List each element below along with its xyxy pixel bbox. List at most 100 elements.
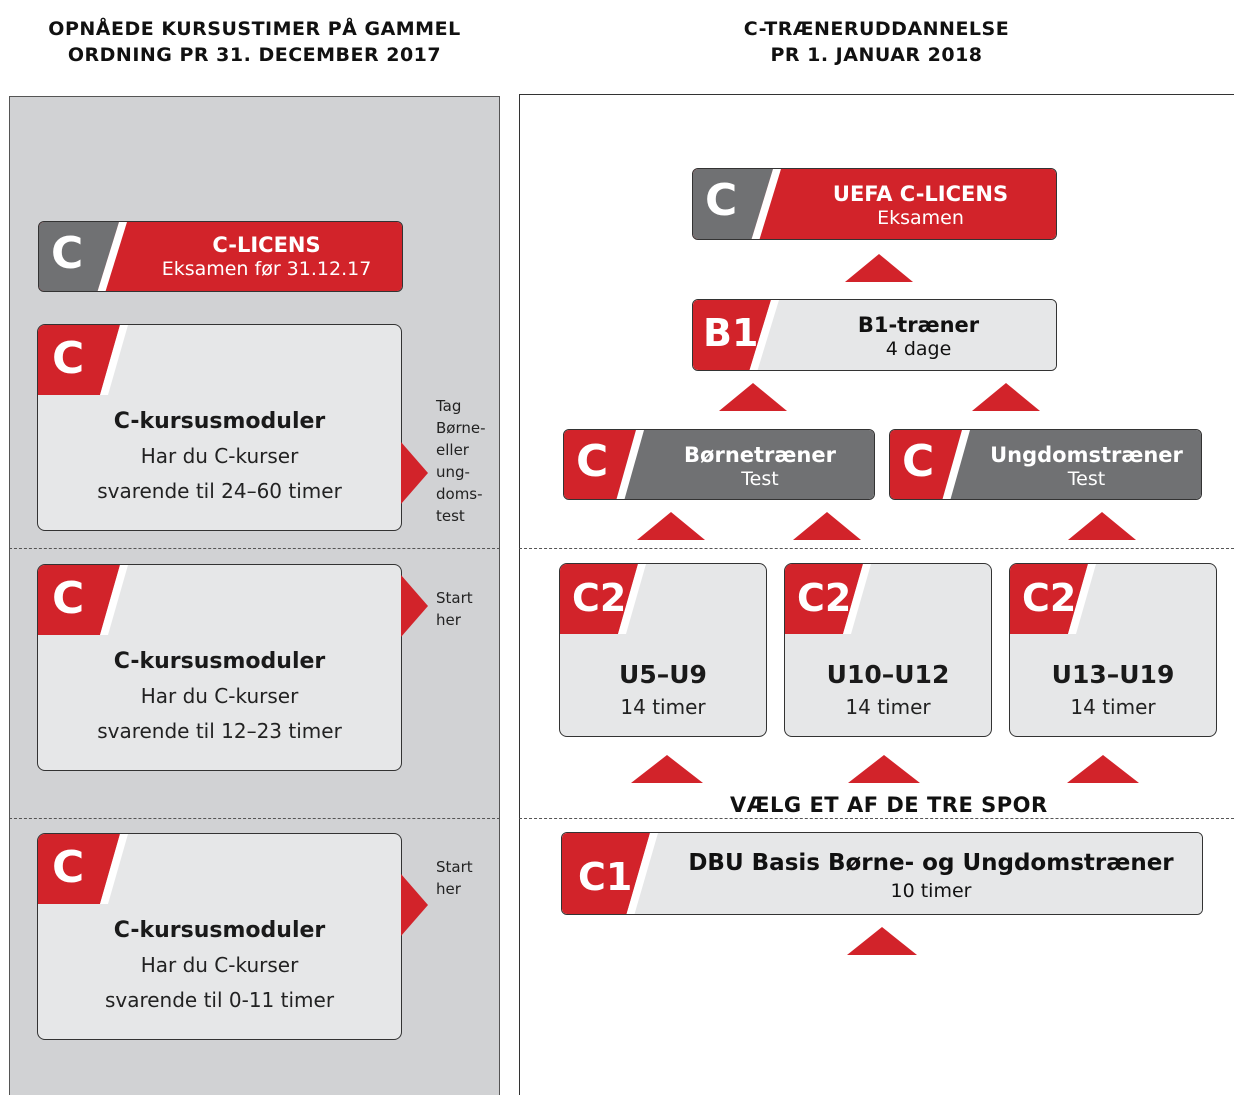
c-licens-card: C C-LICENS Eksamen før 31.12.17: [38, 221, 403, 292]
module-card-2-line1: Har du C-kurser: [140, 684, 299, 708]
module-card-3-badge-letter: C: [52, 842, 85, 893]
arrow-up-to-c1: [847, 927, 917, 955]
note-1-line2: Børne-: [436, 419, 486, 437]
b1-background: [693, 300, 1056, 370]
choose-track-label: VÆLG ET AF DE TRE SPOR: [728, 793, 1050, 817]
boernetraener-background: [564, 430, 874, 499]
boernetraener-badge: C: [576, 436, 609, 487]
c1-subtitle: 10 timer: [890, 880, 972, 902]
module-card-1-title: C-kursusmoduler: [113, 409, 326, 434]
arrow-up-to-c2-3: [1067, 755, 1139, 783]
note-3-line2: her: [436, 880, 461, 898]
left-heading-line2: ORDNING PR 31. DECEMBER 2017: [67, 44, 442, 66]
module-card-2-badge: C: [38, 565, 128, 635]
c2-card-3-subtitle: 14 timer: [1070, 695, 1156, 719]
uefa-c-licens-text: UEFA C-LICENS Eksamen: [783, 182, 1056, 230]
note-2-line1: Start: [436, 589, 473, 607]
c2-card-1-badge-letter: C2: [572, 576, 627, 620]
c2-card-3-badge-letter: C2: [1022, 576, 1077, 620]
note-1-line6: test: [436, 507, 465, 525]
module-card-3-line1: Har du C-kurser: [140, 953, 299, 977]
divider-right-1: [519, 548, 1234, 549]
arrow-up-to-ungdom: [1068, 512, 1136, 540]
boernetraener-subtitle: Test: [741, 468, 779, 490]
c2-card-3-title: U13–U19: [1051, 660, 1175, 689]
b1-text: B1-træner 4 dage: [779, 313, 1056, 361]
b1-subtitle: 4 dage: [885, 338, 952, 360]
uefa-c-licens-subtitle: Eksamen: [877, 207, 964, 229]
c2-card-u10-u12: C2 U10–U12 14 timer: [784, 563, 992, 737]
module-card-2-arrow: [401, 575, 428, 637]
module-card-2-title: C-kursusmoduler: [113, 649, 326, 674]
module-card-3: C C-kursusmoduler Har du C-kurser svaren…: [37, 833, 402, 1040]
left-heading: OPNÅEDE KURSUSTIMER PÅ GAMMEL ORDNING PR…: [0, 16, 509, 68]
module-card-2: C C-kursusmoduler Har du C-kurser svaren…: [37, 564, 402, 771]
module-card-3-badge: C: [38, 834, 128, 904]
c-licens-background: [39, 222, 402, 291]
note-2-line2: her: [436, 611, 461, 629]
module-card-2-line2: svarende til 12–23 timer: [97, 719, 342, 743]
uefa-c-licens-badge: C: [705, 175, 738, 226]
module-card-1-line2: svarende til 24–60 timer: [97, 479, 342, 503]
b1-title: B1-træner: [857, 313, 980, 337]
b1-badge: B1: [703, 311, 759, 355]
arrow-up-to-boerne-right: [793, 512, 861, 540]
module-card-2-note: Start her: [436, 587, 473, 631]
c2-card-3-badge: C2: [1010, 564, 1096, 634]
uefa-c-licens-background: [693, 169, 1056, 239]
module-card-3-title: C-kursusmoduler: [113, 918, 326, 943]
boernetraener-title: Børnetræner: [684, 443, 836, 467]
module-card-3-note: Start her: [436, 856, 473, 900]
note-3-line1: Start: [436, 858, 473, 876]
b1-card: B1 B1-træner 4 dage: [692, 299, 1057, 371]
note-1-line1: Tag: [436, 397, 462, 415]
arrow-up-to-b1-left: [719, 383, 787, 411]
arrow-up-to-c2-2: [848, 755, 920, 783]
c2-card-2-badge-letter: C2: [797, 576, 852, 620]
right-heading-line2: PR 1. JANUAR 2018: [770, 44, 983, 66]
ungdomstraener-title: Ungdomstræner: [990, 443, 1183, 467]
uefa-c-licens-title: UEFA C-LICENS: [832, 182, 1009, 206]
arrow-up-to-b1-right: [972, 383, 1040, 411]
arrow-up-to-c2-1: [631, 755, 703, 783]
ungdomstraener-test-card: C Ungdomstræner Test: [889, 429, 1202, 500]
c2-card-u5-u9: C2 U5–U9 14 timer: [559, 563, 767, 737]
c2-card-1-badge: C2: [560, 564, 646, 634]
c-licens-badge: C: [51, 228, 84, 279]
uefa-c-licens-card: C UEFA C-LICENS Eksamen: [692, 168, 1057, 240]
module-card-3-line2: svarende til 0-11 timer: [104, 988, 335, 1012]
divider-left-2: [9, 818, 500, 819]
c2-card-1-subtitle: 14 timer: [620, 695, 706, 719]
c1-background: [562, 833, 1202, 914]
arrow-up-to-uefa: [845, 254, 913, 282]
boernetraener-text: Børnetræner Test: [644, 443, 874, 491]
arrow-up-to-boerne-left: [637, 512, 705, 540]
c2-card-1-title: U5–U9: [619, 660, 707, 689]
divider-right-2: [519, 818, 1234, 819]
c-licens-text: C-LICENS Eksamen før 31.12.17: [129, 233, 402, 281]
left-heading-line1: OPNÅEDE KURSUSTIMER PÅ GAMMEL: [48, 18, 461, 40]
ungdomstraener-subtitle: Test: [1067, 468, 1106, 490]
note-1-line5: doms-: [436, 485, 483, 503]
c1-title: DBU Basis Børne- og Ungdomstræner: [688, 850, 1174, 876]
c1-text: DBU Basis Børne- og Ungdomstræner 10 tim…: [658, 849, 1202, 905]
divider-left-1: [9, 548, 500, 549]
module-card-1-arrow: [401, 442, 428, 504]
c1-card: C1 DBU Basis Børne- og Ungdomstræner 10 …: [561, 832, 1203, 915]
module-card-1-badge: C: [38, 325, 128, 395]
right-heading-line1: C-TRÆNERUDDANNELSE: [743, 18, 1010, 40]
c2-card-u13-u19: C2 U13–U19 14 timer: [1009, 563, 1217, 737]
ungdomstraener-background: [890, 430, 1201, 499]
note-1-line3: eller: [436, 441, 469, 459]
module-card-1-badge-letter: C: [52, 333, 85, 384]
module-card-2-badge-letter: C: [52, 573, 85, 624]
c-licens-subtitle: Eksamen før 31.12.17: [161, 258, 372, 280]
right-heading: C-TRÆNERUDDANNELSE PR 1. JANUAR 2018: [519, 16, 1234, 68]
module-card-1-line1: Har du C-kurser: [140, 444, 299, 468]
c2-card-2-title: U10–U12: [826, 660, 950, 689]
c2-card-2-badge: C2: [785, 564, 871, 634]
module-card-1: C C-kursusmoduler Har du C-kurser svaren…: [37, 324, 402, 531]
ungdomstraener-text: Ungdomstræner Test: [970, 443, 1201, 491]
module-card-1-note: Tag Børne- eller ung- doms- test: [436, 395, 486, 527]
boernetraener-test-card: C Børnetræner Test: [563, 429, 875, 500]
